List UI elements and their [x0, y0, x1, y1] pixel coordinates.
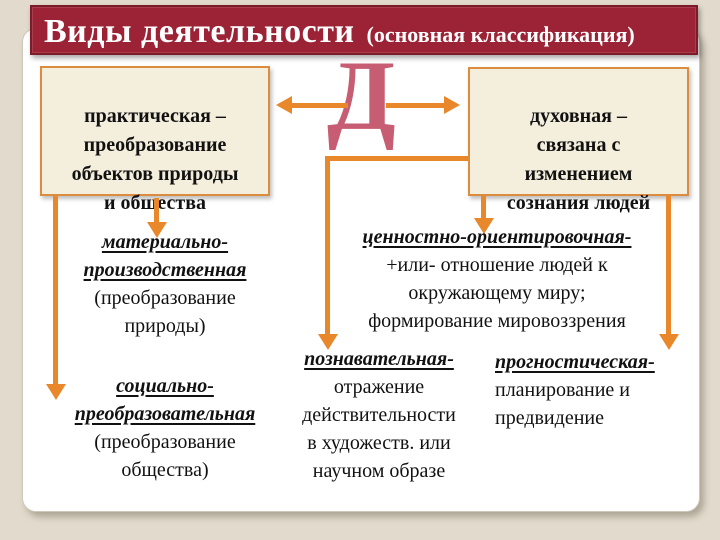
branch-material-desc: (преобразование природы)	[94, 287, 236, 337]
connector-spiritual-prognostic	[666, 196, 671, 334]
branch-social: социально- преобразовательная (преобразо…	[58, 372, 272, 484]
branch-prognostic: прогностическая- планирование и предвиде…	[495, 348, 695, 432]
connector-spiritual-cognitive-horizontal	[327, 156, 468, 161]
arrow-down-material-icon	[147, 222, 167, 238]
spiritual-box: духовная – связана с изменением сознания…	[468, 67, 689, 214]
branch-social-term: социально- преобразовательная	[74, 375, 256, 425]
arrow-left-shaft	[292, 103, 348, 108]
branch-cognitive-desc: отражение действительности в художеств. …	[302, 376, 456, 482]
connector-practical-social	[53, 196, 58, 384]
page-title: Виды деятельности (основная классификаци…	[30, 5, 698, 55]
arrow-down-cognitive-icon	[318, 334, 338, 350]
connector-practical-material	[154, 198, 159, 222]
branch-cognitive: познавательная- отражение действительнос…	[286, 345, 472, 485]
arrow-right-shaft	[386, 103, 444, 108]
title-main: Виды деятельности	[44, 13, 355, 50]
arrow-down-value-icon	[474, 218, 494, 234]
branch-value-orientation: ценностно-ориентировочная- +или- отношен…	[325, 223, 669, 335]
spiritual-box-label: духовная – связана с изменением сознания…	[506, 105, 651, 214]
arrow-down-social-icon	[46, 384, 66, 400]
branch-prognostic-desc: планирование и предвидение	[495, 379, 631, 429]
connector-spiritual-value	[481, 196, 486, 218]
arrow-left-icon	[276, 96, 292, 114]
connector-spiritual-cognitive-vertical	[325, 156, 330, 334]
branch-social-desc: (преобразование общества)	[94, 431, 236, 481]
branch-material-term: материально- производственная	[83, 231, 247, 281]
arrow-down-prognostic-icon	[659, 334, 679, 350]
branch-prognostic-term: прогностическая-	[495, 351, 655, 373]
practical-box: практическая – преобразование объектов п…	[40, 66, 270, 214]
branch-value-orientation-term: ценностно-ориентировочная-	[362, 226, 632, 248]
branch-cognitive-term: познавательная-	[304, 348, 454, 370]
branch-material: материально- производственная (преобразо…	[58, 228, 272, 340]
branch-value-orientation-desc: +или- отношение людей к окружающему миру…	[368, 254, 626, 332]
arrow-right-icon	[444, 96, 460, 114]
practical-box-label: практическая – преобразование объектов п…	[71, 105, 239, 214]
center-letter-d: Д	[327, 40, 396, 151]
title-sub: (основная классификация)	[366, 22, 635, 47]
